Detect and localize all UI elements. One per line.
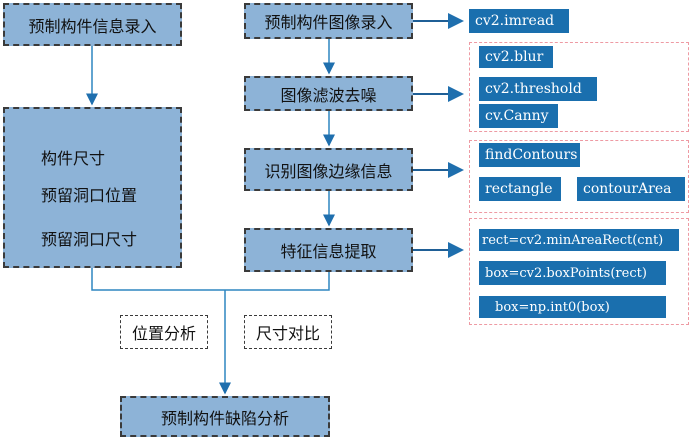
- info-item: 预留洞口位置: [41, 186, 138, 205]
- component-info-box: 构件尺寸 预留洞口位置 预留洞口尺寸: [3, 107, 182, 268]
- code-canny: cv.Canny: [479, 104, 558, 128]
- code-int0: box=np.int0(box): [479, 296, 666, 318]
- edge-code-group: [469, 140, 689, 213]
- filter-code-group: [469, 42, 689, 132]
- code-contourarea: contourArea: [577, 177, 685, 201]
- info-item: 预留洞口尺寸: [41, 230, 138, 249]
- step-image-input: 预制构件图像录入: [244, 3, 413, 39]
- component-info-input-box: 预制构件信息录入: [3, 3, 182, 46]
- code-findcontours: findContours: [479, 143, 580, 167]
- step-edge-detect: 识别图像边缘信息: [244, 148, 413, 191]
- code-boxpoints: box=cv2.boxPoints(rect): [479, 261, 666, 285]
- code-minarearect: rect=cv2.minAreaRect(cnt): [479, 229, 679, 251]
- code-blur: cv2.blur: [479, 46, 553, 68]
- code-imread: cv2.imread: [469, 9, 569, 33]
- step-feature-extract: 特征信息提取: [244, 228, 413, 272]
- size-compare-label: 尺寸对比: [244, 315, 332, 349]
- step-filter-denoise: 图像滤波去噪: [244, 76, 413, 111]
- code-threshold: cv2.threshold: [479, 77, 597, 101]
- feature-code-group: [469, 218, 689, 325]
- info-item: 构件尺寸: [41, 149, 106, 168]
- defect-analysis-box: 预制构件缺陷分析: [120, 396, 330, 437]
- code-rectangle: rectangle: [479, 177, 561, 201]
- position-analysis-label: 位置分析: [120, 315, 208, 349]
